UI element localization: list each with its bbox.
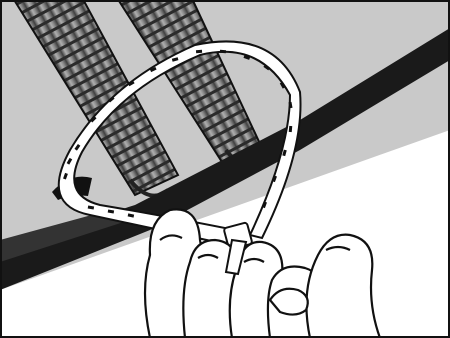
repair-illustration	[0, 0, 450, 338]
illustration-frame	[0, 0, 450, 338]
